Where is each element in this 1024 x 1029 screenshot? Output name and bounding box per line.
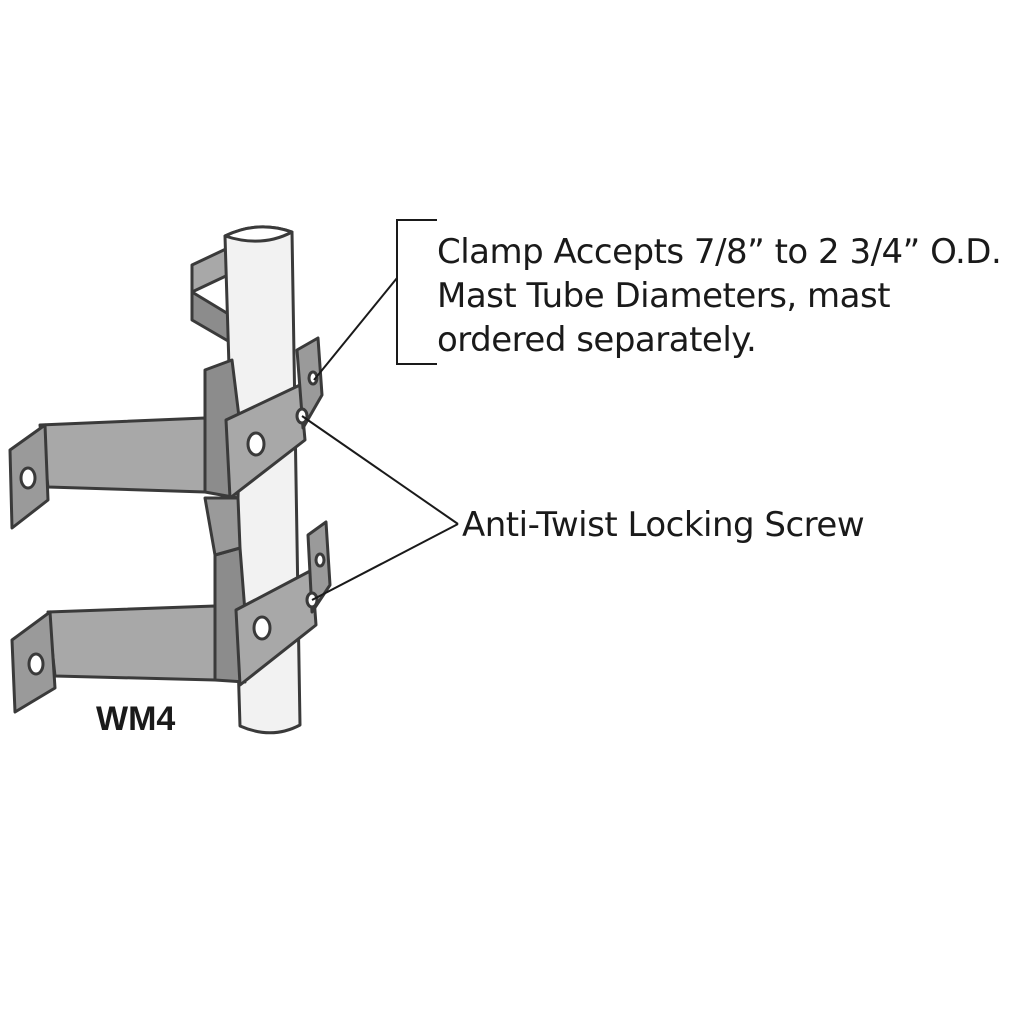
clamp-callout-line-2: Mast Tube Diameters, mast [437, 276, 891, 316]
mast-top-ellipse [223, 225, 294, 243]
upper-front-clamp [224, 383, 307, 500]
middle-spacer [203, 496, 242, 557]
lower-front-clamp [234, 568, 318, 687]
clamp-leader-line [313, 277, 398, 381]
screw-leader-lower [311, 523, 459, 601]
screw-leader-upper [301, 415, 459, 525]
clamp-callout-line-1: Clamp Accepts 7/8” to 2 3/4” O.D. [437, 232, 1002, 272]
lower-arm-hole [27, 652, 45, 676]
model-label: WM4 [96, 700, 176, 738]
upper-ear-hole [307, 370, 319, 386]
upper-arm-hole [19, 466, 37, 490]
upper-clamp-hole [246, 431, 266, 457]
lower-ear-hole [314, 552, 326, 568]
upper-rear-strap [190, 246, 230, 294]
screw-callout: Anti-Twist Locking Screw [462, 505, 865, 545]
clamp-callout-line-3: ordered separately. [437, 320, 757, 360]
lower-clamp-hole [252, 615, 272, 641]
clamp-callout: Clamp Accepts 7/8” to 2 3/4” O.D. Mast T… [437, 230, 1002, 362]
clamp-bracket-line [396, 219, 437, 365]
